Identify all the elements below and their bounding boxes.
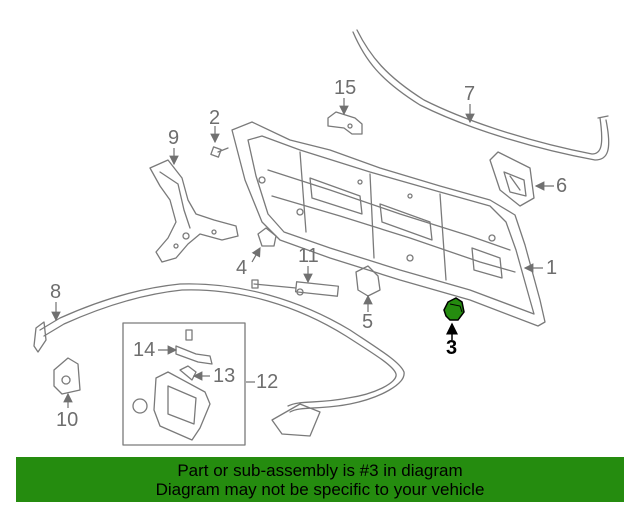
part-2-bolt — [210, 146, 229, 158]
info-banner: Part or sub-assembly is #3 in diagram Di… — [16, 457, 624, 502]
part-8-seal — [33, 283, 405, 437]
part-12-inset — [122, 322, 246, 446]
callout-3: 3 — [446, 337, 458, 359]
part-1-liftgate-panel — [231, 121, 546, 327]
callout-14: 14 — [133, 339, 156, 361]
callout-7: 7 — [464, 83, 476, 105]
part-15-bracket — [327, 111, 363, 135]
callout-15: 15 — [334, 77, 357, 99]
callout-10: 10 — [56, 409, 79, 431]
callout-8: 8 — [50, 281, 62, 303]
part-4-bumper — [257, 227, 277, 247]
parts-diagram — [33, 29, 610, 446]
callout-11: 11 — [298, 245, 319, 267]
part-9-hinge — [149, 159, 239, 263]
banner-line-2: Diagram may not be specific to your vehi… — [155, 480, 485, 499]
part-11-strut — [251, 279, 340, 297]
banner-line-1: Part or sub-assembly is #3 in diagram — [177, 461, 463, 480]
part-6-handle — [489, 151, 535, 207]
part-7-weatherstrip — [352, 29, 610, 161]
callout-9: 9 — [168, 127, 180, 149]
callout-1: 1 — [546, 257, 558, 279]
part-5-cover — [355, 265, 381, 297]
callout-13: 13 — [213, 365, 236, 387]
part-3-bumper-highlight — [443, 297, 465, 340]
callout-6: 6 — [556, 175, 568, 197]
callout-2: 2 — [209, 107, 221, 129]
part-10-latch — [53, 357, 81, 395]
callout-4: 4 — [236, 257, 248, 279]
callout-5: 5 — [362, 311, 374, 333]
callout-12: 12 — [256, 371, 279, 393]
